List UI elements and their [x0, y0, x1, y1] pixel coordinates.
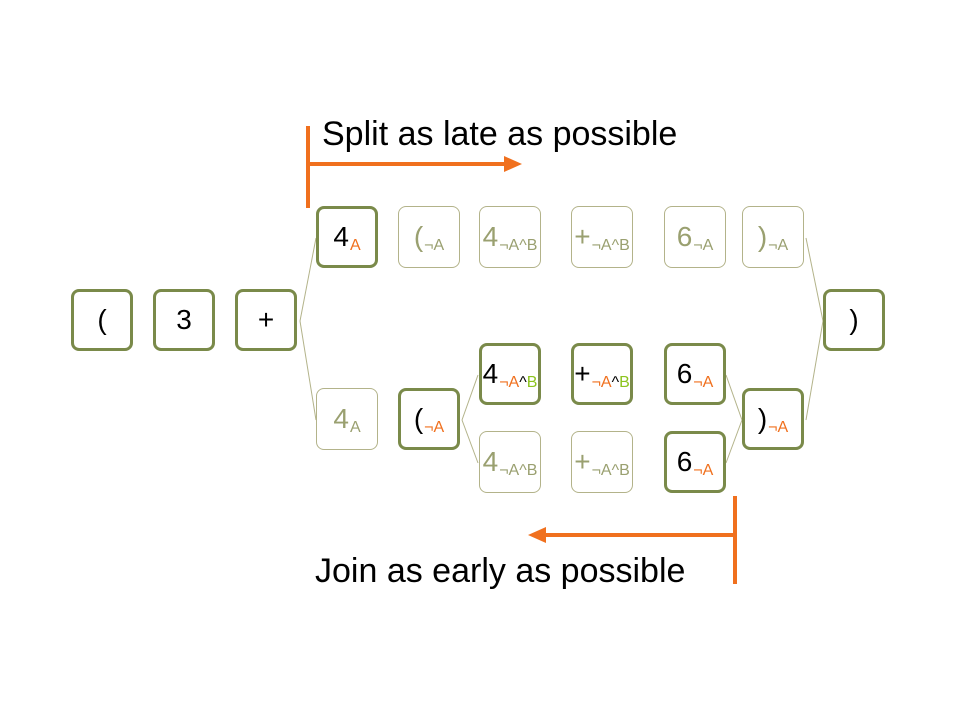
token-branch-c-6: 6¬A: [664, 431, 726, 493]
token-upper-close-paren: )¬A: [742, 206, 804, 268]
token-upper-open-paren: (¬A: [398, 206, 460, 268]
split-arrow-head: [504, 156, 522, 172]
connector-plus-to-upper: [299, 237, 317, 322]
token-plus: +: [235, 289, 297, 351]
split-caption: Split as late as possible: [322, 115, 678, 153]
token-upper-4-b: 4¬A^B: [479, 206, 541, 268]
token-close-paren: ): [823, 289, 885, 351]
token-branch-b-plus: +¬A^B: [571, 343, 633, 405]
token-lower-close-paren: )¬A: [742, 388, 804, 450]
token-three: 3: [153, 289, 215, 351]
connector-branch-b-to-join: [725, 374, 743, 421]
connector-branch-c-to-join: [725, 419, 743, 464]
connector-upper-to-close: [805, 237, 824, 322]
token-branch-b-6: 6¬A: [664, 343, 726, 405]
connector-paren-to-branch-b: [461, 374, 479, 421]
connector-lower-to-close: [805, 320, 824, 421]
connector-paren-to-branch-c: [461, 419, 479, 464]
token-branch-c-plus: +¬A^B: [571, 431, 633, 493]
connector-plus-to-lower: [299, 320, 317, 421]
token-lower-open-paren: (¬A: [398, 388, 460, 450]
token-open-paren: (: [71, 289, 133, 351]
token-upper-plus: +¬A^B: [571, 206, 633, 268]
token-branch-c-4: 4¬A^B: [479, 431, 541, 493]
join-caption: Join as early as possible: [315, 552, 686, 590]
join-arrow-head: [528, 527, 546, 543]
token-upper-6: 6¬A: [664, 206, 726, 268]
token-branch-b-4: 4¬A^B: [479, 343, 541, 405]
